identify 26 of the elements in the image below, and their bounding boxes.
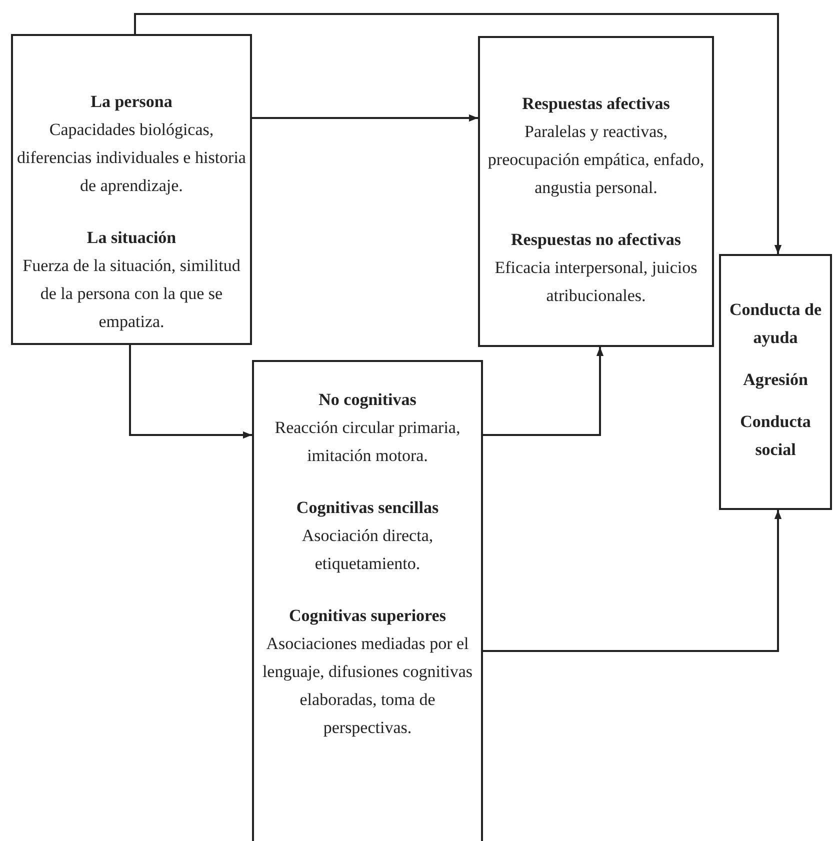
- heading: No cognitivas: [318, 389, 416, 411]
- arrow: [483, 347, 604, 436]
- heading: Cognitivas sencillas: [296, 497, 439, 519]
- arrow: [483, 510, 782, 652]
- text-box: [719, 254, 832, 510]
- description: Fuerza de la situación, similitud de la persona con la que se empatiza.: [22, 255, 242, 333]
- arrow: [134, 13, 782, 254]
- description: Asociaciones mediadas por el lenguaje, difusiones cognitivas elaboradas, toma de perspectivas.: [261, 633, 474, 739]
- description: Eficacia interpersonal, juicios atribucionales.: [494, 257, 698, 307]
- heading: Conducta de ayuda: [728, 299, 823, 349]
- description: Reacción circular primaria, imitación motora.: [274, 417, 462, 467]
- heading: Respuestas afectivas: [522, 93, 670, 115]
- heading: La situación: [86, 227, 176, 249]
- heading: La persona: [90, 91, 172, 113]
- heading: Respuestas no afectivas: [511, 229, 681, 251]
- description: Asociación directa, etiquetamiento.: [300, 525, 434, 575]
- heading: Conducta social: [739, 411, 812, 461]
- arrow: [129, 345, 252, 439]
- description: Paralelas y reactivas, preocupación empática, enfado, angustia personal.: [486, 121, 706, 199]
- heading: Cognitivas superiores: [289, 605, 446, 627]
- text-box: [11, 34, 252, 345]
- description: Capacidades biológicas, diferencias individuales e historia de aprendizaje.: [17, 119, 246, 197]
- heading: Agresión: [743, 369, 808, 391]
- text-box: [478, 36, 714, 347]
- arrow: [252, 114, 478, 122]
- text-box: [252, 360, 483, 841]
